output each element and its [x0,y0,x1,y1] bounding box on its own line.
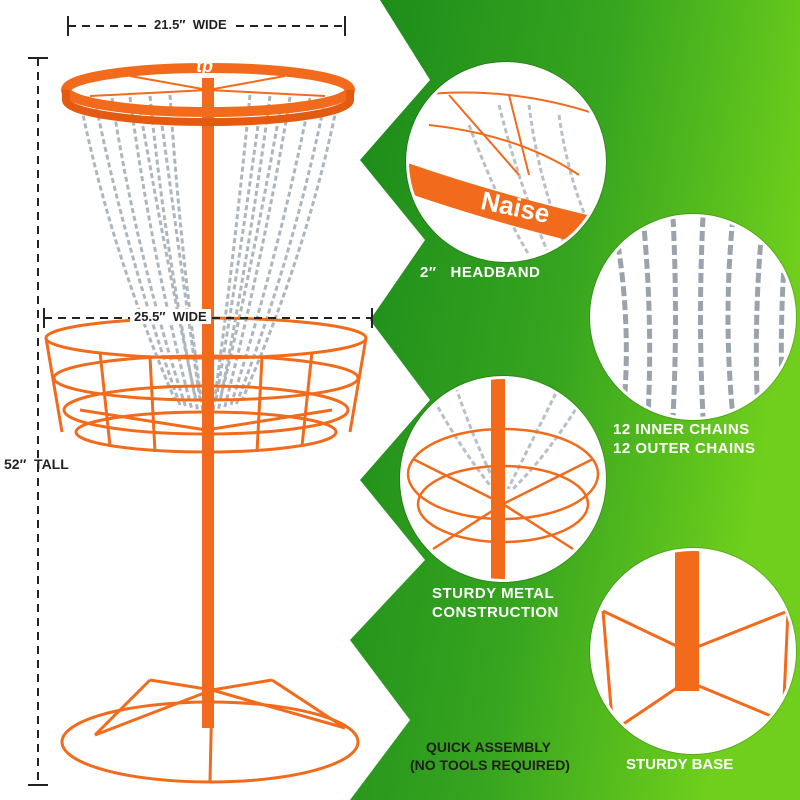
top-width-dimension-line [67,16,346,36]
height-label: 52″ TALL [4,456,69,472]
headband-closeup: Naise [406,62,606,262]
assembly-label-line1: QUICK ASSEMBLY [426,739,551,755]
bottom-width-label: 25.5″ WIDE [130,309,211,324]
chains-closeup [590,214,796,420]
catching-tray [44,316,368,454]
sturdy-base-label: STURDY BASE [626,756,734,773]
base-frame [60,678,360,784]
headband-label: 2″ HEADBAND [420,264,541,281]
chains-label-outer: 12 OUTER CHAINS [613,440,756,457]
top-width-label: 21.5″ WIDE [150,17,231,32]
center-pole [202,78,214,728]
assembly-label-line2: (NO TOOLS REQUIRED) [410,757,570,773]
bottom-width-dimension-line [43,308,373,328]
base-closeup [590,548,796,754]
construction-label-line2: CONSTRUCTION [432,604,559,621]
chains-label-inner: 12 INNER CHAINS [613,421,750,438]
construction-label-line1: STURDY METAL [432,585,555,602]
construction-closeup [400,376,606,582]
chain-assembly [78,94,340,413]
rim-logo: tp [196,56,213,76]
disc-golf-basket-illustration: tp [28,16,373,786]
height-dimension-line [28,57,48,786]
